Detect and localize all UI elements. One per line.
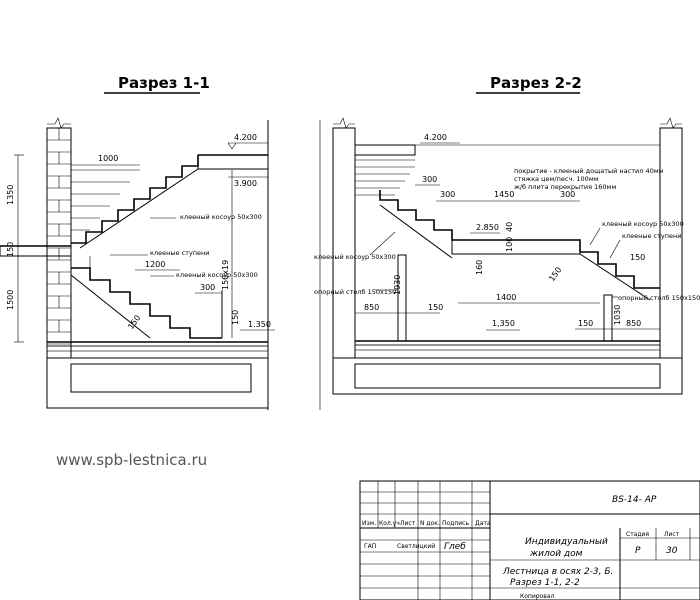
tb-kopiroval: Копировал (520, 593, 554, 600)
lower-flight (71, 267, 222, 339)
note-stolb-right: опорный столб 150х150 (618, 294, 700, 302)
support-post-right (603, 294, 613, 342)
note-kosour-left-2-2: клееный косоур 50х300 (314, 253, 396, 261)
dim-1930: 1930 (393, 275, 402, 295)
dim-40: 40 (505, 222, 514, 232)
dim-300-c: 300 (560, 190, 575, 199)
main-flight-2-2 (379, 190, 660, 289)
tb-h-ndok: N док. (420, 520, 440, 527)
note-kosour-lower: клееный косоур 50х300 (176, 271, 258, 279)
tb-stadiya: Р (635, 546, 641, 556)
upper-flight (71, 155, 199, 244)
level-2850: 2.850 (476, 223, 499, 232)
tb-h-stadiya: Стадия (626, 531, 649, 538)
section-1-1: Разрез 1-1 (0, 74, 275, 410)
tb-h-list: Лист (400, 520, 416, 527)
top-landing (197, 154, 269, 170)
dim-1500: 1500 (6, 290, 15, 310)
dim-300-left: 300 (200, 283, 215, 292)
level-4200-left: 4.200 (234, 133, 257, 142)
dim-160: 160 (475, 260, 484, 275)
right-wall-2-2 (659, 127, 683, 359)
section-2-2: Разрез 2-2 (314, 74, 700, 410)
note-stolb-left: опорный столб 150х150 (314, 288, 396, 296)
tb-project-2: жилой дом (529, 549, 583, 559)
dim-150-post-left: 150 (428, 303, 443, 312)
tb-h-list2: Лист (664, 531, 680, 538)
dim-1000: 1000 (98, 154, 118, 163)
tb-code: BS-14- АР (612, 495, 657, 505)
foundation-2-2 (332, 357, 683, 395)
dim-100: 100 (505, 237, 514, 252)
tb-h-data: Дата (475, 520, 491, 527)
dim-150-diag-left: 150 (126, 313, 142, 331)
dim-1030: 1030 (613, 305, 622, 325)
title-block: Изм. Кол.уч Лист N док. Подпись Дата ГАП… (359, 480, 700, 600)
dim-150-post-right: 150 (578, 319, 593, 328)
note-stupeni-left: клееные ступени (150, 249, 209, 257)
dim-850-left: 850 (364, 303, 379, 312)
dim-150x19: 150x19 (221, 260, 230, 290)
dim-1450: 1450 (494, 190, 514, 199)
support-post-left (397, 254, 407, 342)
tb-sheet-1: Лестница в осях 2-3, Б. (502, 567, 613, 577)
left-wall-2-2 (332, 127, 356, 359)
note-kosour-right: клееный косоур 50х300 (602, 220, 684, 228)
tb-gap: ГАП (364, 543, 376, 550)
dim-150-right-top: 150 (630, 253, 645, 262)
tb-h-izm: Изм. (362, 520, 376, 527)
level-1350-left: 1.350 (248, 320, 271, 329)
note-kosour-upper: клееный косоур 50х300 (180, 213, 262, 221)
dim-1350: 1350 (6, 185, 15, 205)
section-1-1-title: Разрез 1-1 (118, 74, 210, 92)
note-stupeni-right: клееные ступени (622, 232, 681, 240)
level-1350-right: 1,350 (492, 319, 515, 328)
tb-h-podpis: Подпись (442, 520, 469, 527)
tb-sheet-2: Разрез 1-1, 2-2 (510, 578, 580, 588)
dim-1400: 1400 (496, 293, 516, 302)
note-cover-3: ж/б плита перекрытия 160мм (514, 183, 616, 191)
dim-150-diag-right: 150 (547, 265, 563, 283)
tb-signature: Глеб (444, 542, 466, 552)
dim-300-b: 300 (440, 190, 455, 199)
dim-850-right: 850 (626, 319, 641, 328)
tb-project-1: Индивидуальный (525, 537, 608, 547)
tb-list-no: 30 (666, 546, 678, 556)
note-cover-1: покрытие - клееный дощатый настил 40мм (514, 167, 664, 175)
landing-2850 (451, 239, 581, 255)
tb-h-koluch: Кол.уч (379, 520, 400, 527)
foundation-1-1 (46, 357, 269, 409)
website-link[interactable]: www.spb-lestnica.ru (56, 451, 207, 469)
tb-person: Светлицкий (397, 543, 435, 550)
dim-150-left: 150 (6, 242, 15, 257)
dim-150-right-left: 150 (231, 310, 240, 325)
level-4200-right: 4.200 (424, 133, 447, 142)
level-3900: 3.900 (234, 179, 257, 188)
note-cover-2: стяжка цем/песч. 100мм (514, 175, 599, 183)
section-2-2-title: Разрез 2-2 (490, 74, 582, 92)
dim-300-a: 300 (422, 175, 437, 184)
dim-1200: 1200 (145, 260, 165, 269)
